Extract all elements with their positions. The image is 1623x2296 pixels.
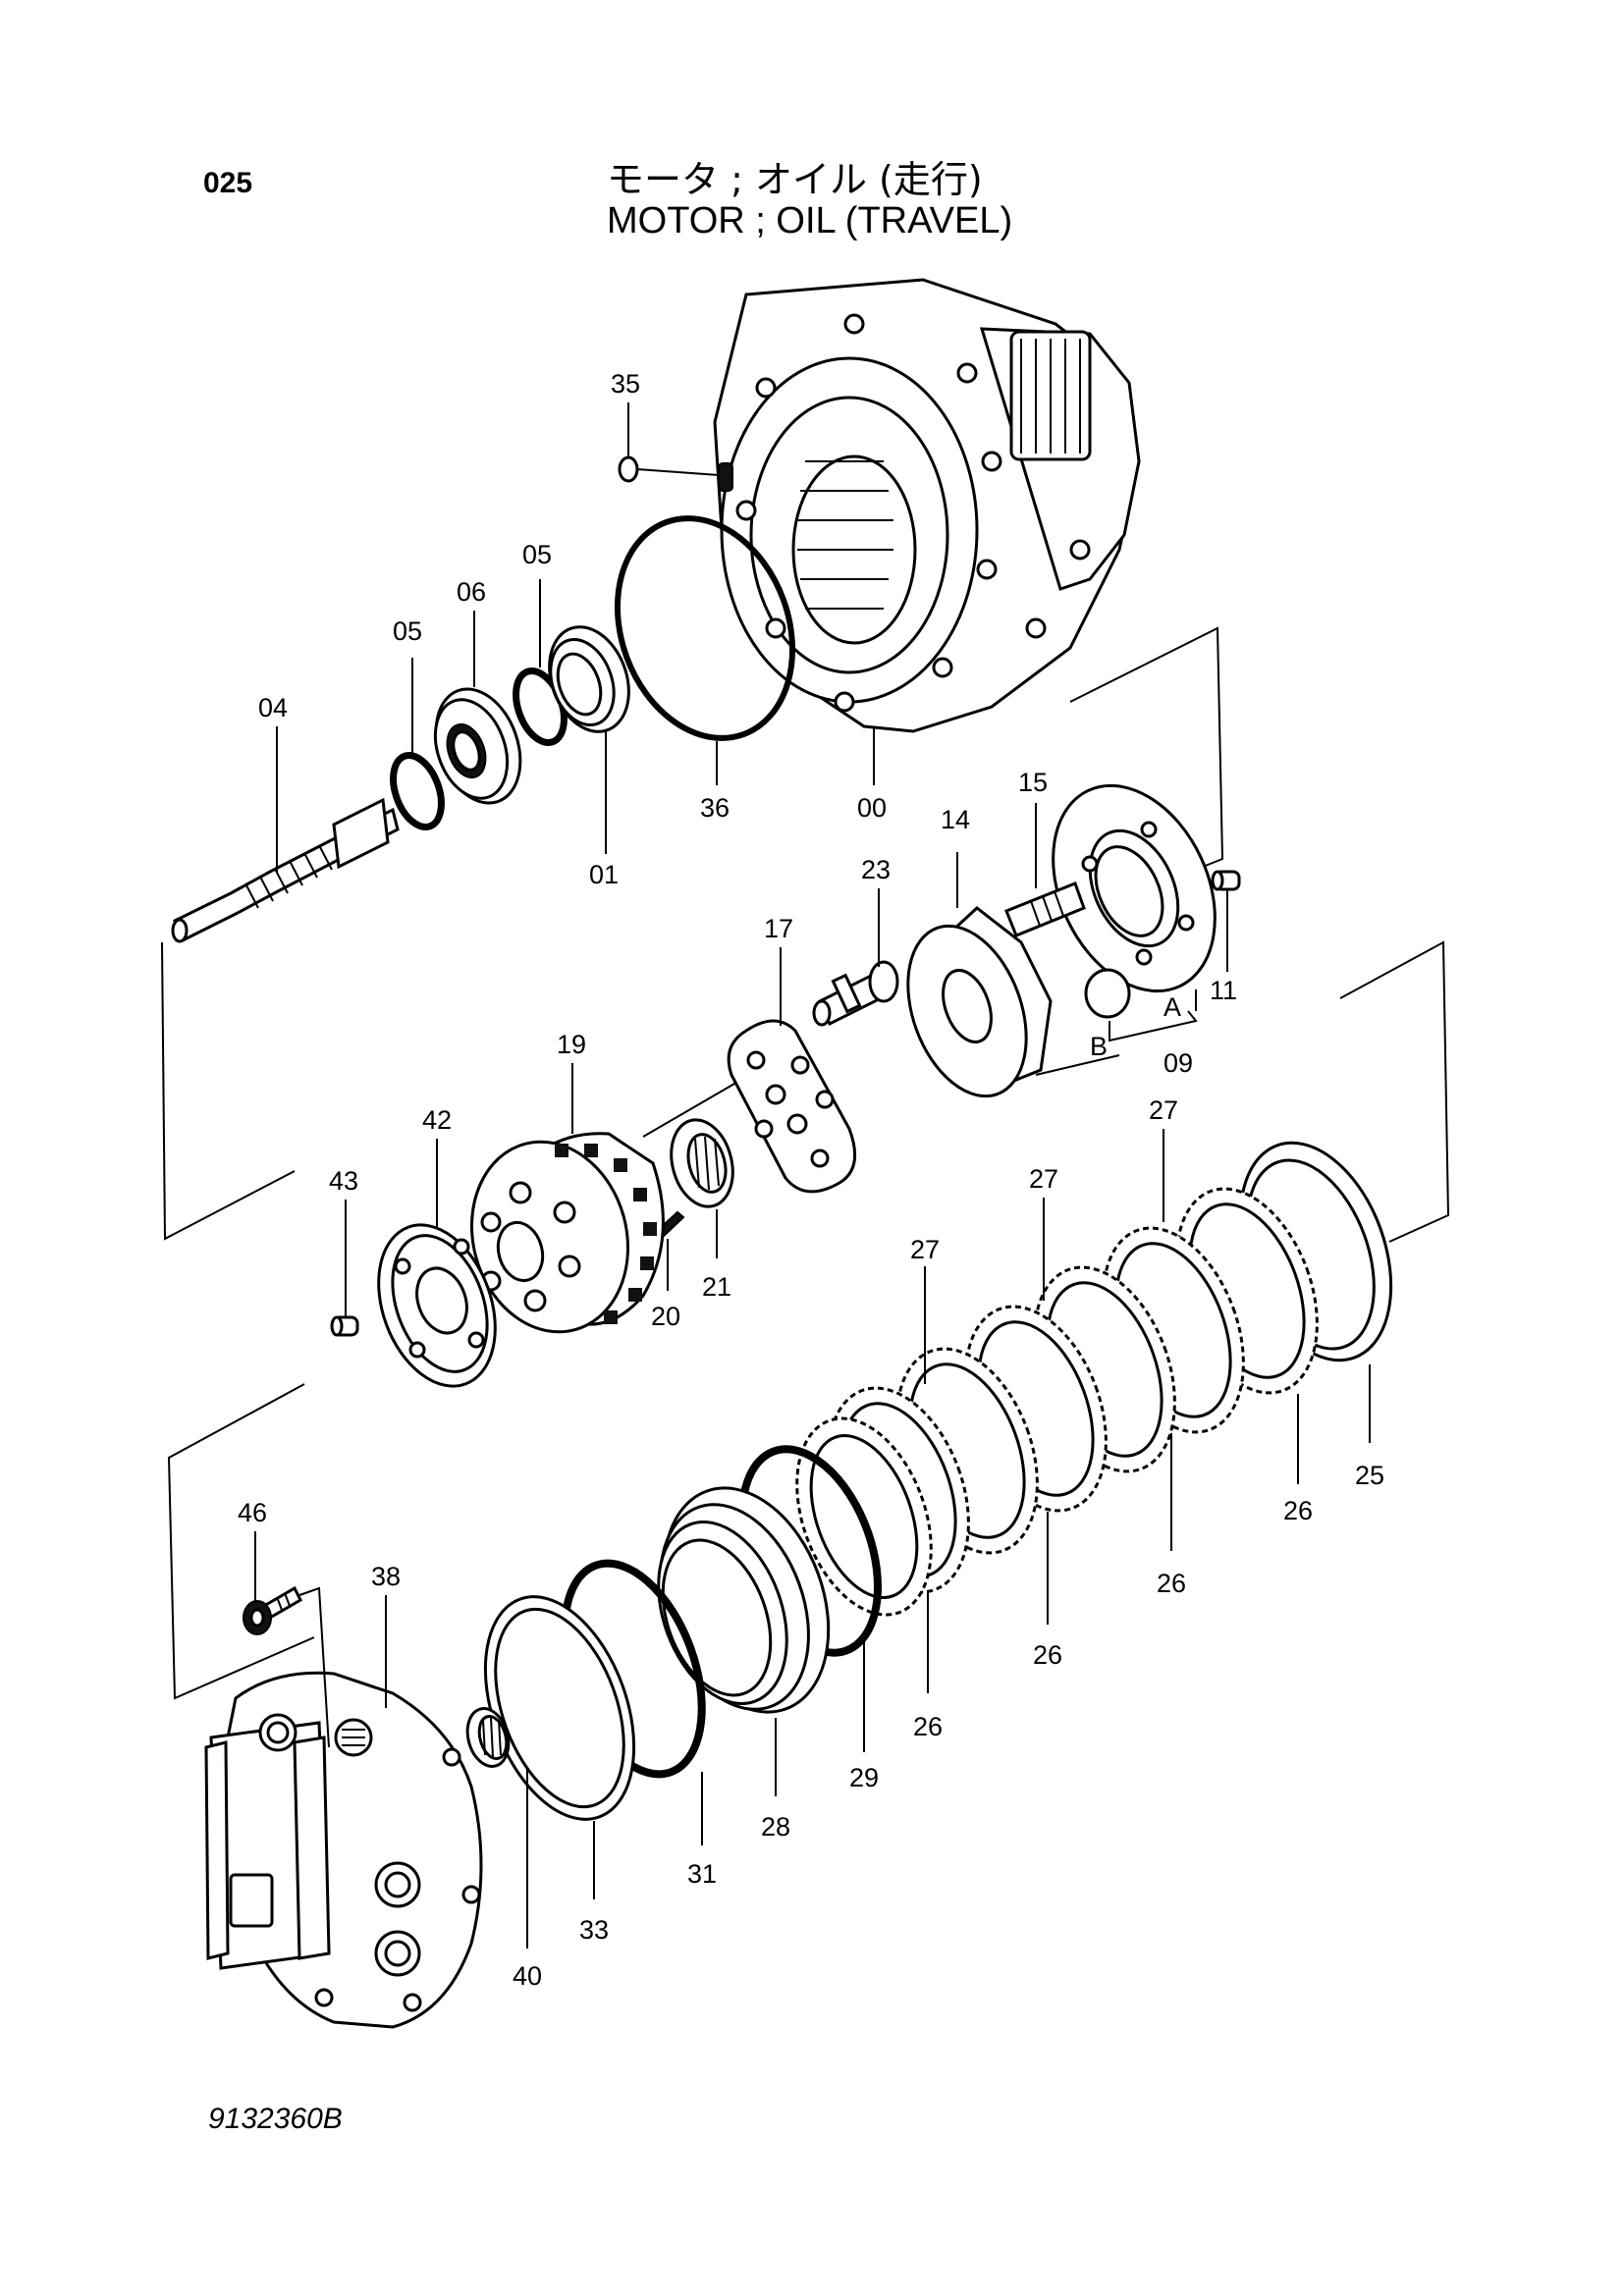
oil-seal-part-01 [548,625,630,733]
swash-plate-part-42 [377,1223,497,1388]
callout-33: 33 [579,1915,609,1945]
callout-23: 23 [861,855,891,884]
o-ring-part-35 [618,455,639,483]
callout-14: 14 [941,805,970,834]
friction-plates-group [795,1141,1393,1617]
callout-21: 21 [702,1272,731,1302]
callout-a: A [1163,992,1181,1022]
callout-26-mid-right: 26 [1157,1569,1186,1598]
ring-part-33 [483,1595,636,1821]
spool-part-23 [812,960,899,1027]
bearing-part-06 [433,687,522,805]
title-japanese: モータ ; オイル (走行) [607,158,983,201]
callout-17: 17 [764,914,793,943]
callout-31: 31 [687,1859,717,1889]
cylinder-block-part-19 [470,1132,665,1334]
section-guide-lines [161,626,1450,1700]
callout-25: 25 [1355,1461,1384,1490]
callout-28: 28 [761,1812,790,1842]
callout-19: 19 [557,1030,586,1059]
callout-26-right: 26 [1283,1496,1313,1525]
pin-part-43 [330,1315,359,1337]
valve-cover-part-38 [204,1671,483,2029]
callout-43: 43 [329,1166,358,1196]
callout-05-right: 05 [522,540,552,569]
pin-part-11 [1211,870,1241,891]
shaft-part-04 [171,797,400,943]
callout-15: 15 [1018,768,1048,797]
callout-20: 20 [651,1302,680,1331]
bolt-part-46 [243,1585,302,1635]
needle-bearing-part-40 [465,1707,511,1768]
callout-09: 09 [1163,1048,1193,1078]
callout-27-middle: 27 [1029,1164,1058,1194]
callout-b: B [1090,1032,1108,1061]
callout-01: 01 [589,860,619,889]
callout-42: 42 [422,1105,452,1135]
callout-04: 04 [258,693,288,722]
spring-part-15 [1004,881,1086,937]
callout-26-left: 26 [913,1712,943,1741]
plug-part-09-b [1084,968,1131,1019]
drawing-number: 9132360B [208,2103,343,2135]
callout-35: 35 [611,369,640,399]
callout-27-bottom: 27 [910,1235,940,1264]
page-number: 025 [203,167,253,199]
callout-36: 36 [700,793,730,823]
callout-40: 40 [513,1961,542,1991]
callout-46: 46 [238,1498,267,1527]
piston-part-14 [906,906,1053,1098]
plate-part-09 [1052,783,1217,993]
bushing-part-21 [670,1118,734,1208]
callout-26-mid-left: 26 [1033,1640,1062,1670]
callout-29: 29 [849,1763,879,1792]
callout-00: 00 [857,793,887,823]
callout-27-top: 27 [1149,1095,1178,1125]
o-ring-part-36 [614,515,796,741]
callout-11: 11 [1210,976,1237,1005]
callout-06: 06 [457,577,486,607]
title-english: MOTOR ; OIL (TRAVEL) [607,200,1013,241]
callout-05-left: 05 [393,616,422,646]
callout-38: 38 [371,1562,401,1591]
valve-plate-part-17 [727,1019,857,1194]
housing-part-00 [713,278,1141,733]
callout-labels: 35 05 06 05 04 36 00 01 15 14 23 17 11 A… [238,369,1384,1991]
snap-ring-part-05-left [390,752,445,830]
leader-lines [254,402,1371,1949]
